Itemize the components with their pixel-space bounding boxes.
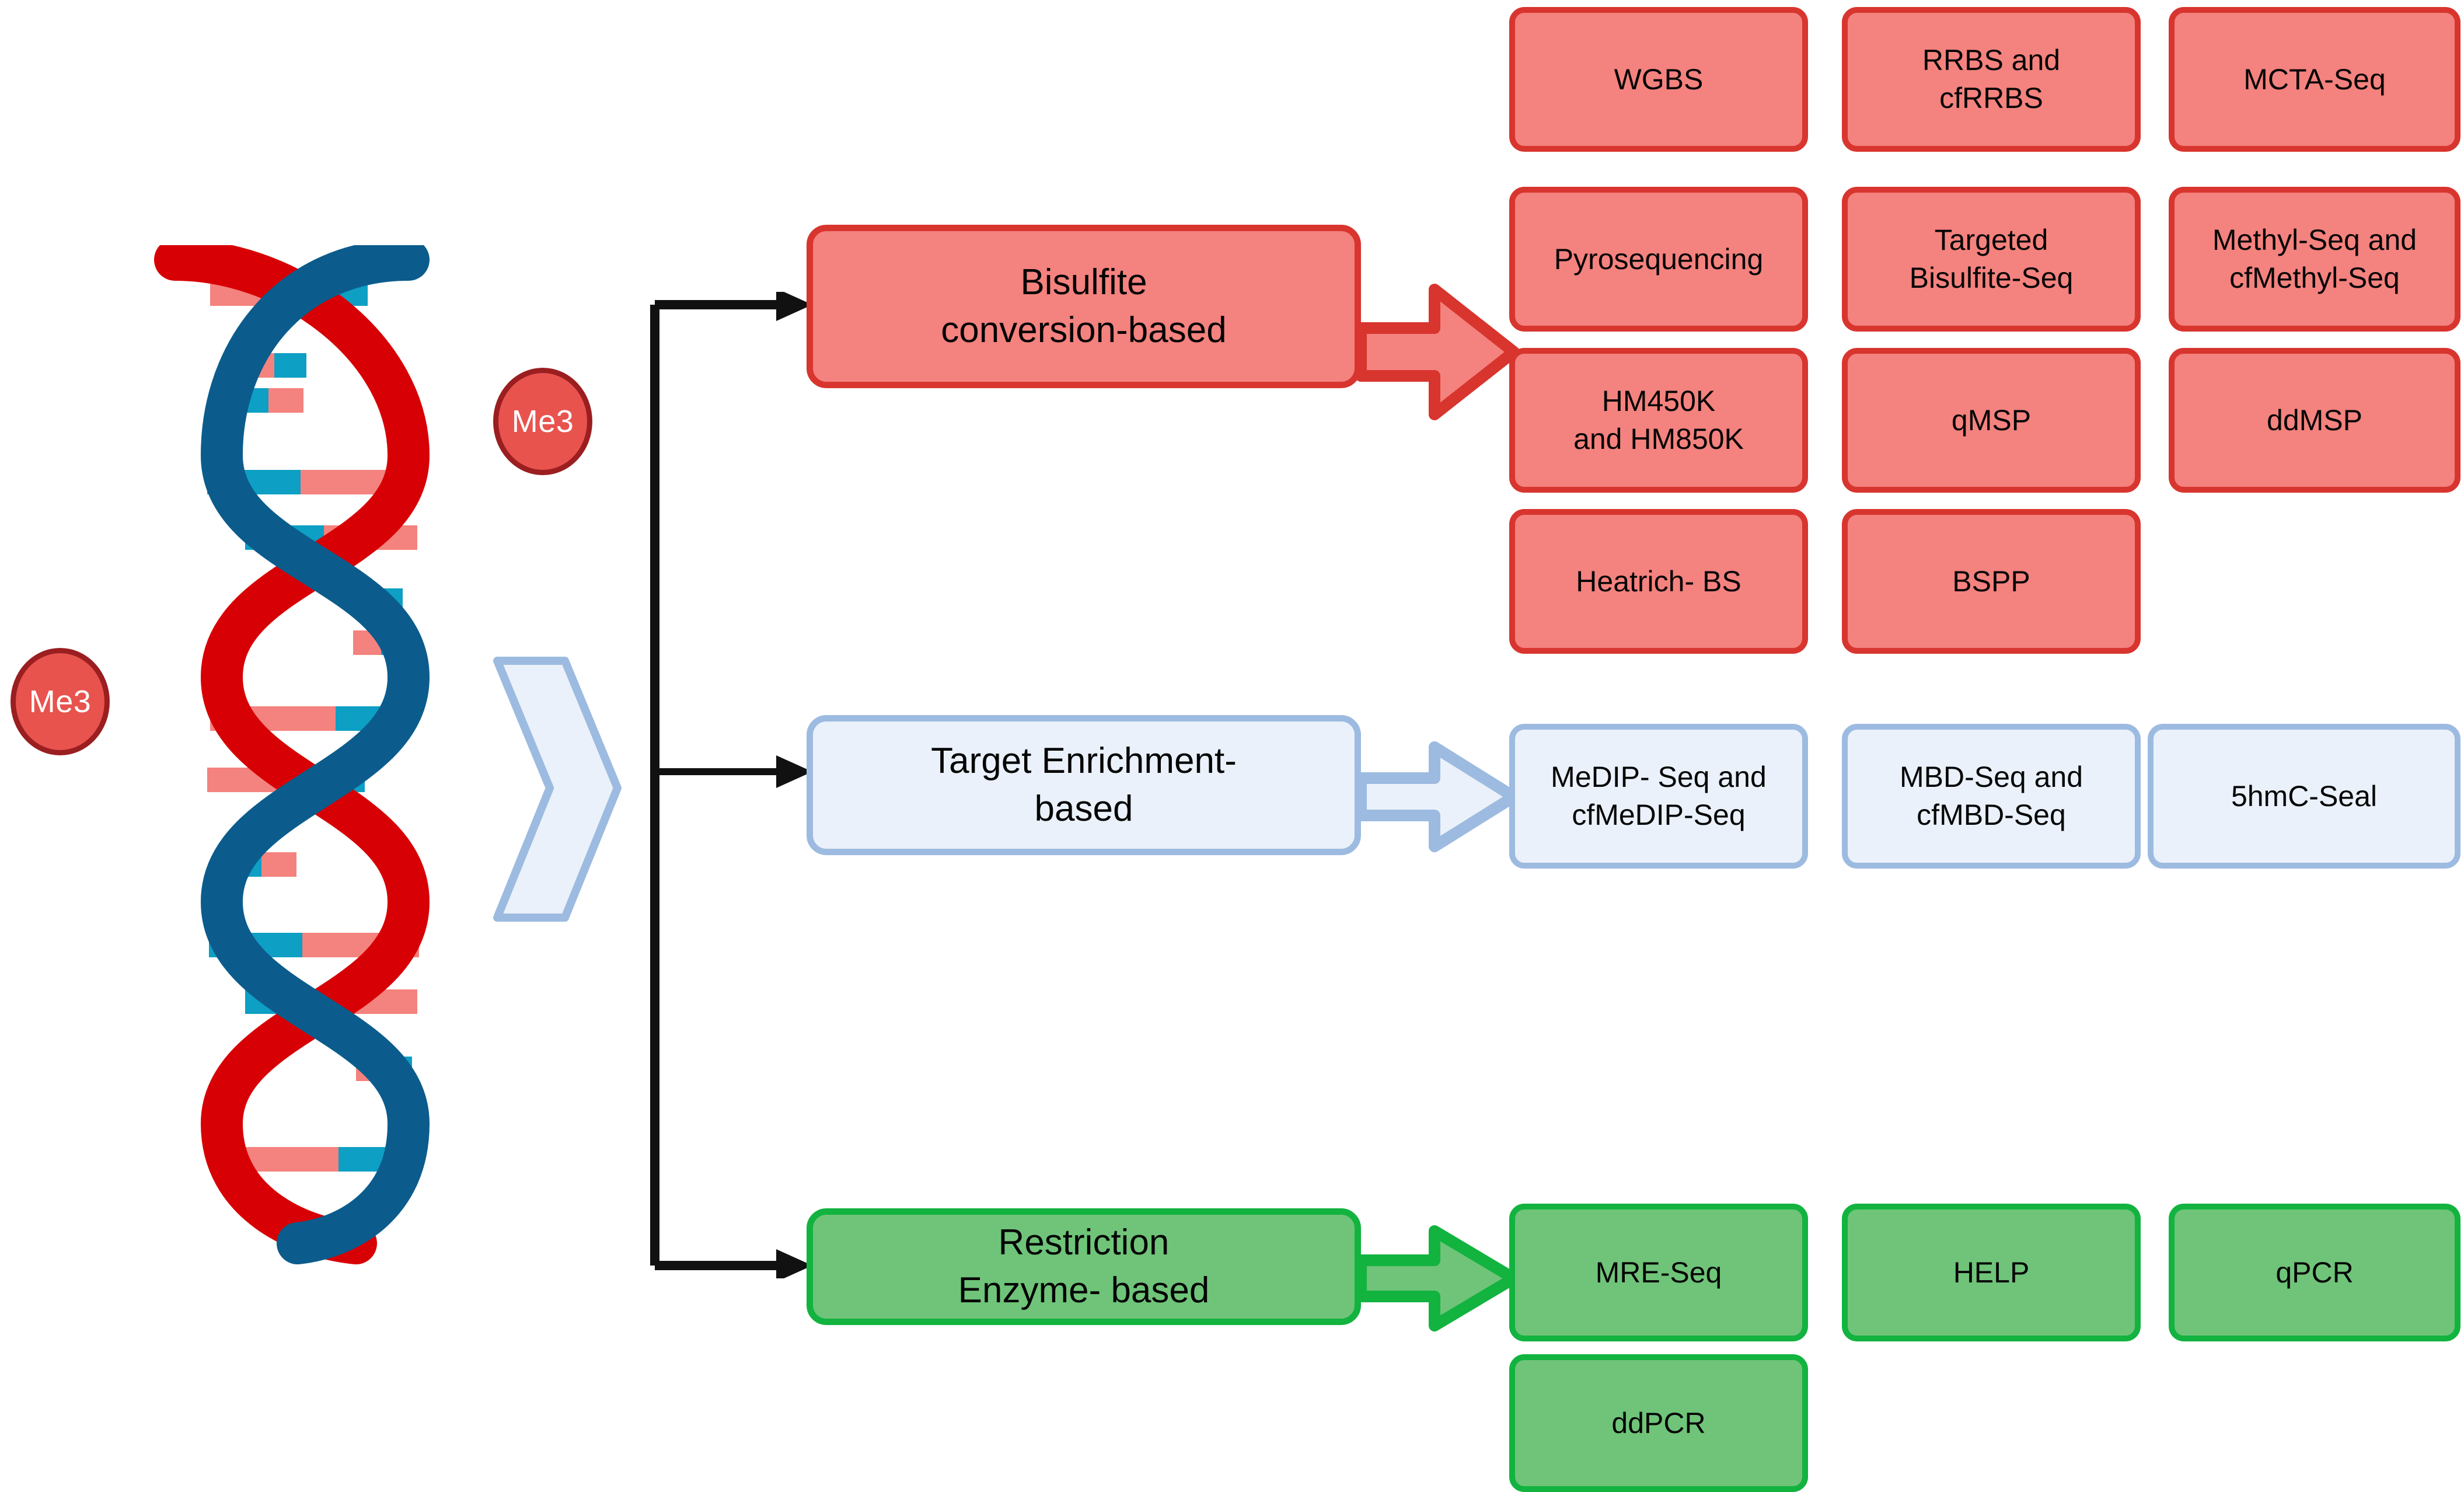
dna-double-helix-illustration (105, 245, 549, 1453)
method-box-mre-seq[interactable]: MRE-Seq (1509, 1204, 1808, 1341)
method-box-qpcr[interactable]: qPCR (2169, 1204, 2460, 1341)
method-label: Pyrosequencing (1554, 242, 1764, 276)
method-label: 5hmC-Seal (2231, 779, 2378, 813)
method-label: ddMSP (2267, 403, 2362, 437)
category-label-bisulfite: Bisulfite conversion-based (941, 262, 1227, 350)
method-label: Heatrich- BS (1576, 564, 1741, 598)
dna-strand-red (154, 245, 430, 1264)
method-box-5hmc-seal[interactable]: 5hmC-Seal (2148, 724, 2460, 869)
branch-connector-lines (630, 292, 829, 1278)
method-label: qMSP (1951, 403, 2032, 437)
method-label: WGBS (1614, 62, 1704, 96)
method-label: MCTA-Seq (2243, 62, 2386, 96)
category-box-target-enrichment[interactable]: Target Enrichment- based (807, 715, 1361, 855)
method-box-heatrich-bs[interactable]: Heatrich- BS (1509, 509, 1808, 654)
method-box-wgbs[interactable]: WGBS (1509, 7, 1808, 152)
method-box-mcta-seq[interactable]: MCTA-Seq (2169, 7, 2460, 152)
category-label-restriction-enzyme: Restriction Enzyme- based (958, 1222, 1210, 1310)
method-box-help[interactable]: HELP (1842, 1204, 2141, 1341)
method-box-ddpcr[interactable]: ddPCR (1509, 1354, 1808, 1492)
chevron-right-icon (461, 619, 648, 957)
dna-strand-blue (200, 245, 430, 1264)
category-label-target-enrichment: Target Enrichment- based (931, 740, 1237, 829)
method-box-pyrosequencing[interactable]: Pyrosequencing (1509, 187, 1808, 332)
me3-marker-top: Me3 (493, 368, 592, 475)
method-label: ddPCR (1611, 1406, 1706, 1439)
me3-marker-bottom: Me3 (11, 648, 110, 755)
method-label: qPCR (2275, 1256, 2354, 1289)
method-box-bspp[interactable]: BSPP (1842, 509, 2141, 654)
method-label: MRE-Seq (1595, 1256, 1722, 1289)
arrow-right-icon-enrichment (1353, 738, 1522, 855)
method-label: HELP (1953, 1256, 2030, 1289)
category-box-restriction-enzyme[interactable]: Restriction Enzyme- based (807, 1208, 1361, 1325)
arrow-right-icon-bisulfite (1353, 279, 1522, 425)
method-box-ddmsp[interactable]: ddMSP (2169, 348, 2460, 493)
arrow-right-icon-restriction (1353, 1223, 1522, 1334)
method-label: BSPP (1952, 564, 2030, 598)
method-box-qmsp[interactable]: qMSP (1842, 348, 2141, 493)
category-box-bisulfite[interactable]: Bisulfite conversion-based (807, 225, 1361, 388)
